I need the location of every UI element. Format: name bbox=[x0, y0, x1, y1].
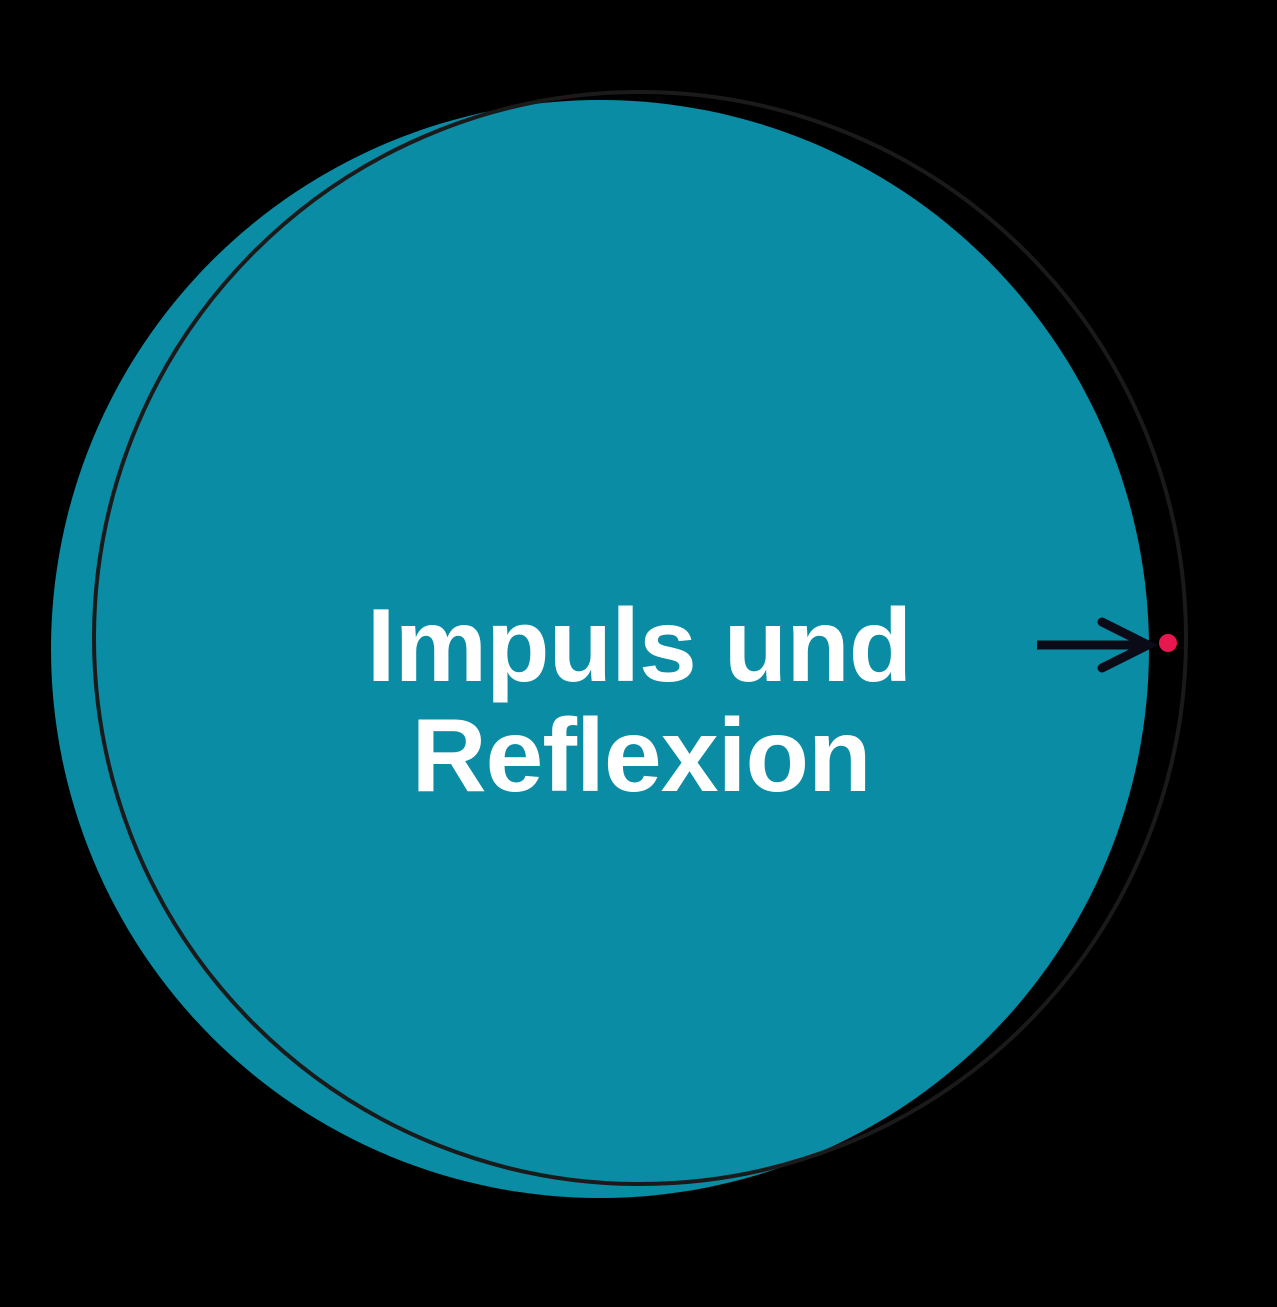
impulse-arrow-head bbox=[1097, 617, 1159, 673]
outer-sketch-circle bbox=[92, 90, 1188, 1186]
impulse-origin-dot[interactable] bbox=[1159, 634, 1177, 652]
impuls-und-reflexion-circle[interactable] bbox=[51, 100, 1149, 1198]
circle-label-line-1: Impuls und bbox=[367, 588, 912, 704]
circle-label-line-2: Reflexion bbox=[411, 698, 870, 814]
